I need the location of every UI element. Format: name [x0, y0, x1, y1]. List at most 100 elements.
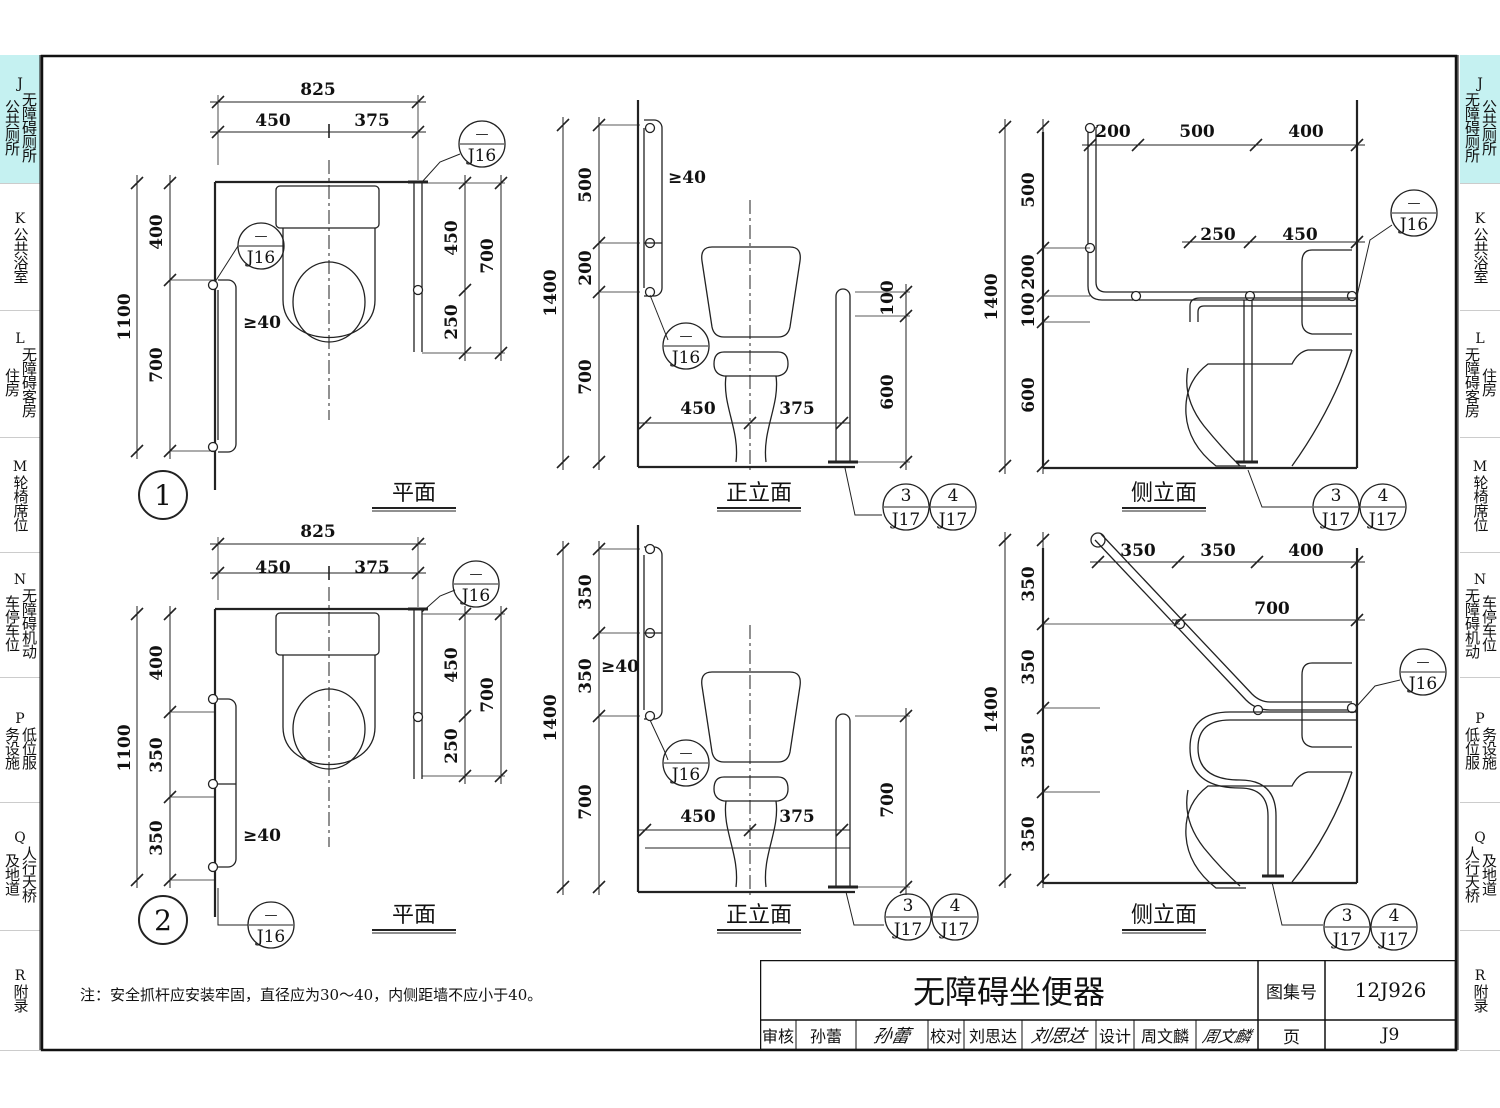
dimension-label: 700 [147, 347, 167, 383]
reference-tag-top: — [470, 567, 483, 582]
grab-bar [1095, 127, 1350, 293]
dimension-label: 375 [354, 111, 390, 131]
grab-bar-end [1090, 532, 1106, 548]
page-label: 页 [1283, 1027, 1300, 1048]
dimension-tick [743, 416, 757, 430]
dimension-tick [163, 607, 177, 621]
toilet-bowl [1185, 771, 1352, 889]
section-tab-code: R [14, 968, 26, 984]
reference-tag [1323, 903, 1371, 951]
checker-signature: 刘思达 [1029, 1026, 1088, 1047]
reference-tag-top: — [265, 908, 278, 923]
dimension-label: 1100 [115, 293, 135, 340]
toilet-pedestal [724, 375, 778, 463]
reference-tag-top: — [680, 329, 693, 344]
reference-tag-top: — [1408, 196, 1421, 211]
leader-line [649, 294, 669, 341]
reference-tag [929, 483, 977, 531]
section-tab-code: R [1474, 968, 1486, 984]
grab-bar [1094, 539, 1352, 711]
dimension-label: 700 [576, 784, 596, 820]
toilet-pedestal [724, 800, 778, 888]
reference-tag-sheet: J16 [1407, 674, 1437, 694]
section-tab-code: J [1477, 76, 1483, 92]
reference-tag [884, 893, 932, 941]
section-tab-label: 人行天桥 [1463, 846, 1481, 902]
dimension-label: ≥40 [668, 168, 706, 188]
section-tab-label: 公共浴室 [1471, 226, 1490, 283]
reviewer-name: 孙蕾 [809, 1027, 842, 1046]
dimension-label: 825 [300, 80, 336, 100]
dimension-tick [1350, 555, 1364, 569]
dimension-tick [835, 416, 849, 430]
section-tab-code: M [12, 458, 28, 475]
leader-line [1356, 679, 1401, 707]
dimension-label: 1400 [982, 686, 1002, 733]
reference-tag-sheet: J17 [937, 510, 967, 530]
view-label: 平面 [392, 481, 436, 506]
review-label: 审核 [761, 1027, 794, 1046]
dimension-tick [743, 823, 757, 837]
leader-line [1356, 224, 1393, 297]
grab-bar-mount [207, 279, 219, 291]
dimension-label: 700 [878, 782, 898, 818]
dimension-label: 700 [576, 359, 596, 395]
leader-line [217, 888, 248, 926]
section-tab-code: N [13, 571, 27, 588]
dimension-label: 100 [878, 280, 898, 316]
leader-line [421, 153, 461, 183]
section-tab-code: P [1475, 710, 1485, 727]
dimension-label: 400 [147, 214, 167, 250]
toilet-pedestal [1186, 771, 1353, 887]
grab-bar [644, 119, 663, 297]
leader-line [214, 245, 239, 283]
reference-tag-sheet: J17 [1331, 930, 1361, 950]
dimension-tick [1131, 138, 1145, 152]
grab-bar [1189, 297, 1356, 322]
section-tab-label: 无障碍客房 [20, 346, 38, 417]
designer-name: 周文麟 [1140, 1027, 1189, 1046]
reference-tag-top: 4 [1378, 486, 1389, 506]
section-tab-label: 附录 [11, 984, 30, 1012]
dimension-tick [163, 176, 177, 190]
dimension-tick [1083, 138, 1097, 152]
dimension-label: 500 [1179, 122, 1215, 142]
reference-tag [662, 739, 710, 787]
reference-tag-sheet: J17 [1320, 510, 1350, 530]
dimension-tick [592, 455, 606, 469]
reference-tag [1359, 483, 1407, 531]
reference-tag-top: 3 [1331, 486, 1342, 506]
dimension-tick [1350, 138, 1364, 152]
dimension-tick [458, 709, 472, 723]
section-tab-code: M [1472, 458, 1488, 475]
section-tab-label: 务设施 [1480, 726, 1498, 769]
grab-bar [1189, 747, 1277, 876]
dimension-tick [1036, 459, 1050, 473]
grab-bar [1100, 533, 1352, 703]
dimension-label: 350 [1019, 816, 1039, 852]
grab-bar [1087, 127, 1350, 301]
dimension-tick [1243, 235, 1257, 249]
section-tab-label: 公共浴室 [11, 226, 30, 283]
reference-tag-top: — [255, 229, 268, 244]
dimension-tick [998, 459, 1012, 473]
section-tab-label: 住房 [1480, 367, 1498, 396]
